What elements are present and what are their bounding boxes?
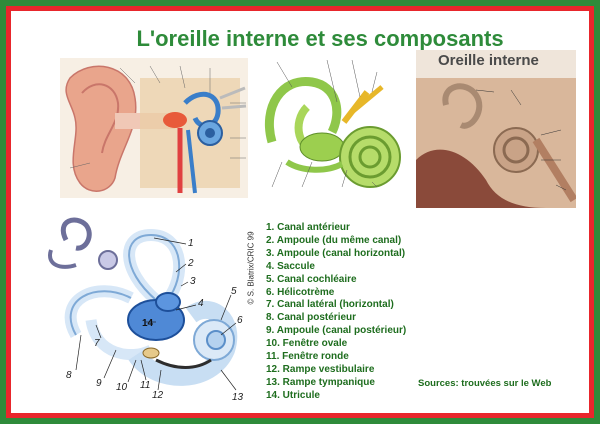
diagram-number-13: 13 (232, 392, 244, 403)
legend-list: 1. Canal antérieur 2. Ampoule (du même c… (266, 222, 406, 403)
legend-item: 11. Fenêtre ronde (266, 351, 349, 363)
diagram-number-10: 10 (116, 382, 128, 393)
diagram-number-4: 4 (198, 298, 204, 309)
diagram-number-6: 6 (237, 315, 243, 326)
legend-item: 8. Canal postérieur (266, 312, 357, 324)
numbered-labyrinth-diagram: 1 2 3 4 5 6 7 8 9 10 11 12 13 14 (36, 210, 246, 406)
diagram-number-5: 5 (231, 286, 237, 297)
green-labyrinth-image (252, 52, 412, 202)
legend-item: 4. Saccule (266, 260, 315, 272)
diagram-number-11: 11 (140, 380, 150, 391)
diagram-number-2: 2 (187, 258, 194, 269)
diagram-number-7: 7 (94, 338, 100, 349)
diagram-number-12: 12 (152, 390, 164, 401)
copyright-credit: © S. Blatrix/CRIC 99 (242, 215, 256, 315)
legend-item: 1. Canal antérieur (266, 222, 350, 233)
legend-item: 9. Ampoule (canal postérieur) (266, 325, 407, 337)
sources-note: Sources: trouvées sur le Web (418, 378, 552, 389)
diagram-number-1: 1 (188, 238, 194, 249)
diagram-number-3: 3 (190, 276, 196, 287)
diagram-number-14: 14 (142, 318, 154, 329)
legend-item: 13. Rampe tympanique (266, 376, 375, 388)
legend-item: 5. Canal cochléaire (266, 273, 357, 285)
copyright-text: © S. Blatrix/CRIC 99 (246, 231, 256, 305)
diagram-number-9: 9 (96, 378, 102, 389)
legend-item: 12. Rampe vestibulaire (266, 363, 375, 375)
legend-item: 3. Ampoule (canal horizontal) (266, 247, 406, 259)
legend-item: 7. Canal latéral (horizontal) (266, 299, 394, 311)
legend-item: 6. Hélicotrème (266, 286, 335, 298)
legend-item: 10. Fenêtre ovale (266, 338, 348, 350)
page-title: L'oreille interne et ses composants (136, 26, 504, 51)
diagram-number-8: 8 (66, 370, 72, 381)
panel-heading-oreille-interne: Oreille interne (438, 52, 539, 69)
legend-item: 2. Ampoule (du même canal) (266, 234, 402, 246)
ear-cross-section-image (60, 58, 248, 198)
legend-item: 14. Utricule (266, 389, 320, 401)
inner-ear-photo-image (416, 50, 576, 208)
